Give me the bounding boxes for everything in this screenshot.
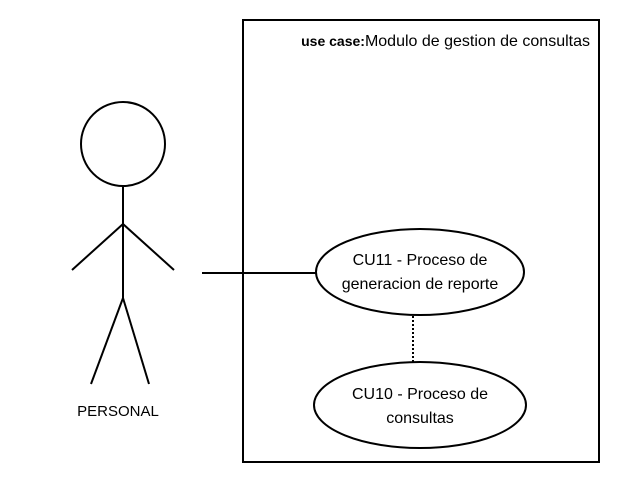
- actor-right-leg: [122, 297, 150, 385]
- system-boundary: [242, 19, 600, 463]
- use-case-cu10-line1: CU10 - Proceso de: [352, 386, 488, 403]
- use-case-cu11-ellipse: [315, 228, 525, 316]
- use-case-cu11[interactable]: CU11 - Proceso de generacion de reporte: [315, 228, 525, 316]
- actor-label: PERSONAL: [77, 403, 159, 420]
- use-case-cu11-line1: CU11 - Proceso de: [353, 252, 488, 269]
- system-title: use case:Modulo de gestion de consultas: [301, 33, 590, 50]
- use-case-cu10-line2: consultas: [386, 410, 454, 427]
- system-name: Modulo de gestion de consultas: [365, 33, 590, 50]
- system-keyword: use case:: [301, 33, 365, 49]
- actor-personal[interactable]: PERSONAL: [71, 101, 175, 420]
- use-case-cu10-ellipse: [313, 361, 527, 449]
- actor-right-arm: [122, 223, 175, 271]
- use-case-cu10[interactable]: CU10 - Proceso de consultas: [313, 361, 527, 449]
- use-case-cu11-line2: generacion de reporte: [342, 276, 499, 293]
- actor-left-leg: [90, 297, 124, 385]
- actor-left-arm: [71, 223, 124, 271]
- actor-head: [80, 101, 166, 187]
